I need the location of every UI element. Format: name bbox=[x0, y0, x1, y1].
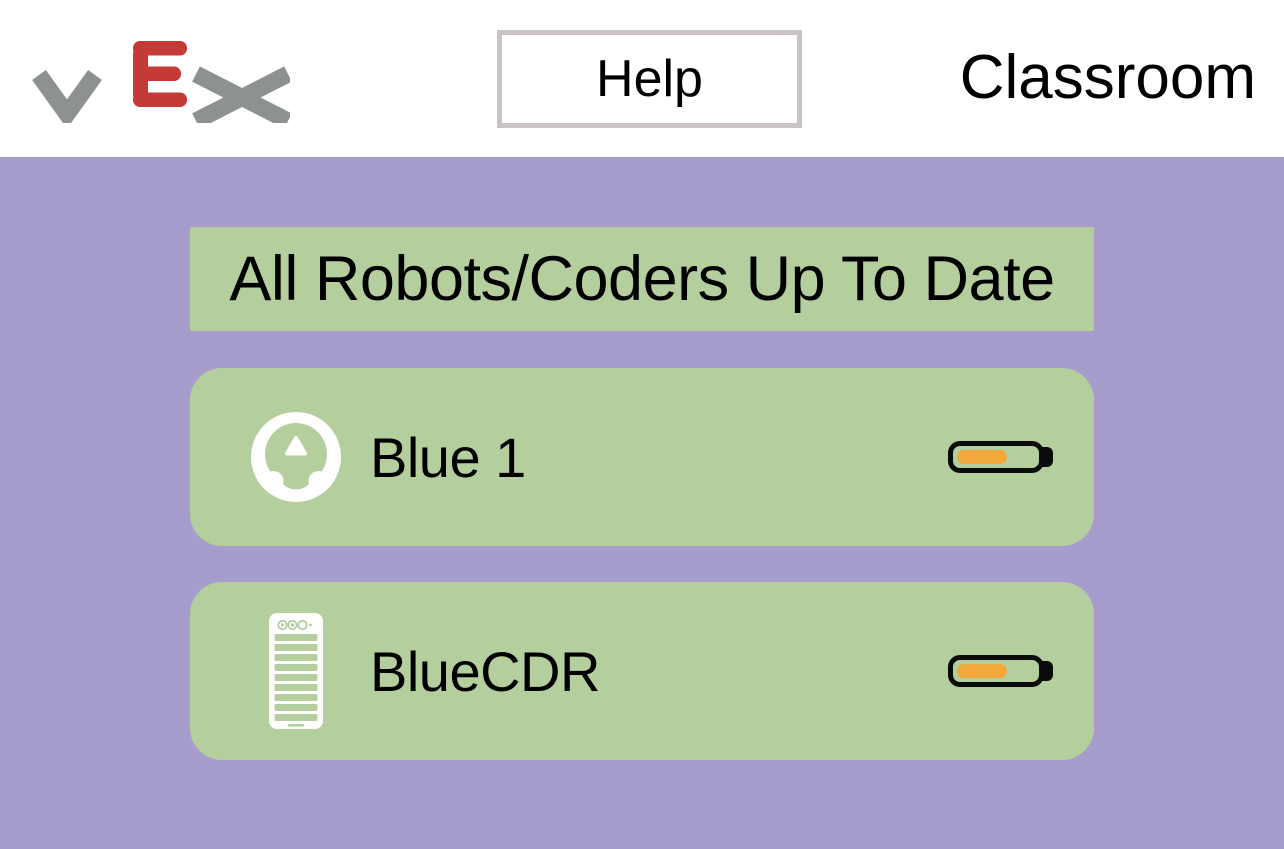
battery-nub bbox=[1042, 661, 1053, 681]
device-name: BlueCDR bbox=[370, 639, 600, 703]
battery-indicator bbox=[948, 655, 1053, 687]
status-banner: All Robots/Coders Up To Date bbox=[190, 227, 1094, 331]
device-name: Blue 1 bbox=[370, 425, 526, 489]
vex-123-robot-icon bbox=[251, 412, 341, 502]
vex-logo bbox=[30, 38, 292, 129]
vex-coder-icon bbox=[251, 613, 341, 729]
help-button[interactable]: Help bbox=[497, 30, 802, 128]
classroom-label[interactable]: Classroom bbox=[959, 42, 1256, 112]
app-header: Help Classroom bbox=[0, 0, 1284, 157]
device-row-bluecdr[interactable]: BlueCDR bbox=[190, 582, 1094, 760]
battery-level-fill bbox=[957, 450, 1007, 464]
battery-nub bbox=[1042, 447, 1053, 467]
battery-indicator bbox=[948, 441, 1053, 473]
main-area: All Robots/Coders Up To Date Blue 1 bbox=[0, 157, 1284, 849]
device-row-blue1[interactable]: Blue 1 bbox=[190, 368, 1094, 546]
battery-level-fill bbox=[957, 664, 1007, 678]
